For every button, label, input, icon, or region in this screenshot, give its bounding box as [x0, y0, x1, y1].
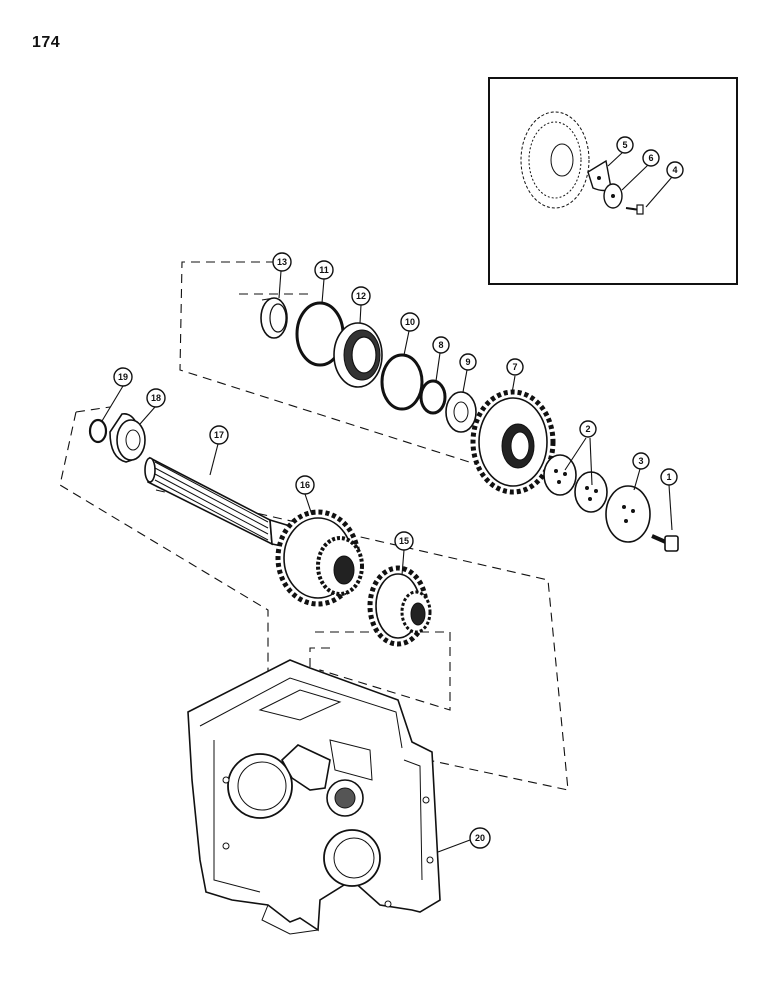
callout-2: 2: [579, 420, 597, 438]
svg-text:2: 2: [585, 424, 590, 434]
callout-12: 12: [351, 286, 371, 306]
svg-text:3: 3: [638, 456, 643, 466]
detail-inset: [488, 77, 738, 285]
callout-3: 3: [632, 452, 650, 470]
spacer-ring-part-8: [419, 379, 447, 415]
snap-ring-part-19: [88, 418, 108, 444]
cluster-gear-part-16: [275, 509, 364, 607]
splined-shaft-part-17: [144, 456, 293, 549]
snap-ring-part-10: [380, 353, 424, 411]
thrust-washer-part-9: [445, 391, 477, 433]
svg-text:19: 19: [118, 372, 128, 382]
callout-13: 13: [272, 252, 292, 272]
gear-part-7: [470, 389, 556, 495]
svg-text:5: 5: [622, 140, 627, 150]
callout-10: 10: [400, 312, 420, 332]
callout-6: 6: [642, 149, 660, 167]
callout-15: 15: [394, 531, 414, 551]
bearing-part-18: [109, 413, 146, 463]
svg-text:9: 9: [465, 357, 470, 367]
svg-text:18: 18: [151, 393, 161, 403]
svg-text:7: 7: [512, 362, 517, 372]
callout-7: 7: [506, 358, 524, 376]
seal-ring-part-13: [260, 297, 288, 339]
svg-text:11: 11: [319, 265, 329, 275]
svg-text:6: 6: [648, 153, 653, 163]
svg-text:13: 13: [277, 257, 287, 267]
cluster-gear-part-15: [367, 565, 432, 647]
callout-11: 11: [314, 260, 334, 280]
callout-20: 20: [469, 827, 491, 849]
svg-text:17: 17: [214, 430, 224, 440]
svg-text:10: 10: [405, 317, 415, 327]
svg-text:16: 16: [300, 480, 310, 490]
callout-8: 8: [432, 336, 450, 354]
callout-9: 9: [459, 353, 477, 371]
callout-1: 1: [660, 468, 678, 486]
callout-19: 19: [113, 367, 133, 387]
svg-text:12: 12: [356, 291, 366, 301]
page-number: 174: [32, 34, 61, 51]
retainer-disc-part-3: [605, 485, 651, 543]
bearing-part-12: [333, 322, 383, 388]
callout-18: 18: [146, 388, 166, 408]
callout-17: 17: [209, 425, 229, 445]
svg-text:20: 20: [475, 833, 485, 843]
inset-gear-icon: [520, 111, 590, 209]
retainer-plates-part-2: [543, 454, 608, 513]
svg-text:8: 8: [438, 340, 443, 350]
svg-text:4: 4: [672, 165, 677, 175]
callout-4: 4: [666, 161, 684, 179]
inset-bolt-icon: [625, 204, 644, 215]
svg-text:1: 1: [666, 472, 671, 482]
callout-5: 5: [616, 136, 634, 154]
callout-leaders: [101, 270, 673, 853]
transmission-housing-part-20: [187, 659, 441, 935]
callout-16: 16: [295, 475, 315, 495]
bolt-part-1: [651, 534, 679, 552]
svg-text:15: 15: [399, 536, 409, 546]
